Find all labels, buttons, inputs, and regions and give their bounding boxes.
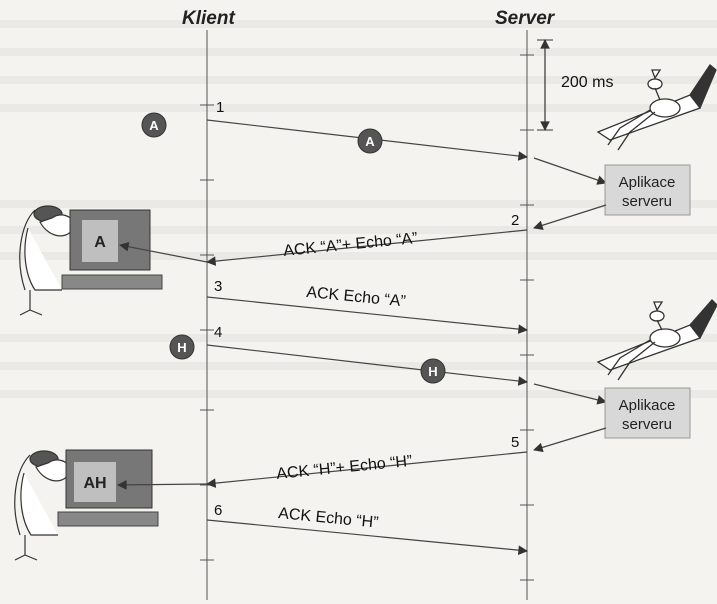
server-app-box-1: Aplikace serveru [604,164,691,216]
server-app-box-2: Aplikace serveru [604,387,691,439]
client-header: Klient [182,8,235,29]
server-header: Server [495,8,556,29]
badge-h-client: H [169,334,195,360]
message-4-arrow [206,344,528,386]
svg-text:AH: AH [83,475,106,492]
screen-arrow-2 [117,480,208,490]
badge-a-message: A [357,128,383,154]
to-app-arrow-1 [533,157,607,185]
svg-text:A: A [365,134,375,149]
timing-label: 200 ms [561,74,613,91]
svg-text:Aplikace: Aplikace [619,174,676,191]
timing-bracket [537,39,553,131]
svg-text:serveru: serveru [622,416,672,433]
message-6-number: 6 [214,502,222,519]
message-3-arrow [206,296,528,334]
client-screen-2 [74,462,116,502]
screen-arrow-1 [119,241,208,263]
message-3-label: ACK Echo “A” [306,284,407,310]
to-app-arrow-2 [533,383,607,405]
badge-h-message: H [420,358,446,384]
relaxing-server-illustration-2 [596,299,717,381]
background-text [0,20,717,398]
from-app-arrow-2 [533,427,607,453]
message-6-label: ACK Echo “H” [278,505,380,532]
message-2-arrow [206,229,528,266]
svg-text:H: H [177,340,186,355]
svg-text:A: A [149,118,159,133]
from-app-arrow-1 [533,204,607,230]
relaxing-server-illustration-1 [596,64,717,151]
svg-text:A: A [94,234,106,251]
message-4-number: 4 [214,324,222,341]
client-computer-illustration-2: AH [14,449,159,561]
badge-a-client: A [141,112,167,138]
client-screen-1 [82,220,118,262]
message-5-arrow [206,451,528,488]
client-computer-illustration-1: A [19,205,163,316]
message-1-number: 1 [216,99,224,116]
svg-text:Aplikace: Aplikace [619,397,676,414]
svg-text:serveru: serveru [622,193,672,210]
message-6-arrow [206,519,528,555]
svg-text:H: H [428,364,437,379]
message-3-number: 3 [214,278,222,295]
message-5-number: 5 [511,434,519,451]
message-5-label: ACK “H”+ Echo “H” [276,453,413,483]
message-2-number: 2 [511,212,519,229]
